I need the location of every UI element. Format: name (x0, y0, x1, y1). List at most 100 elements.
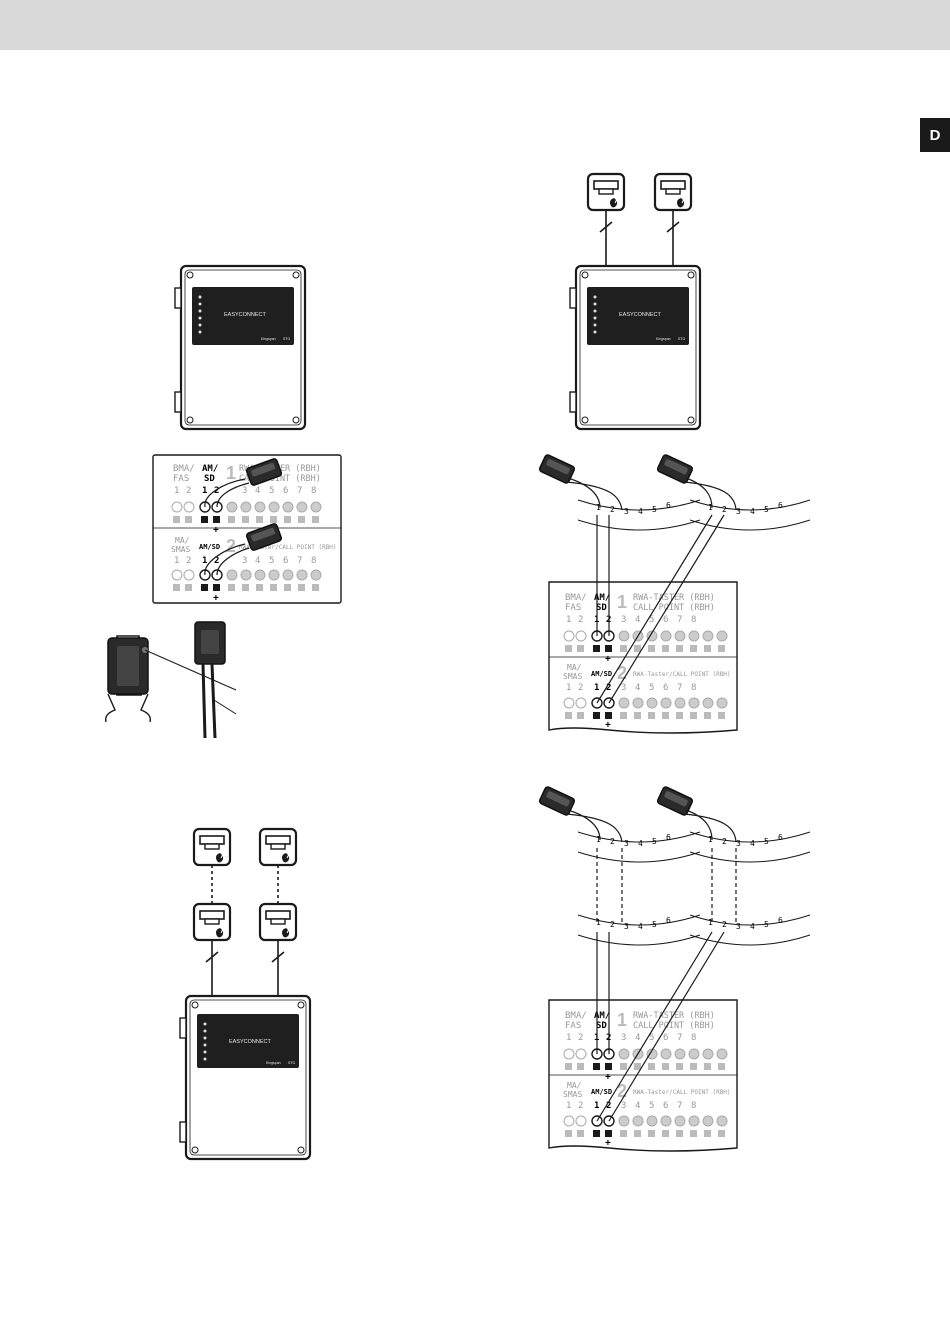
enclosure-top-left: EASYCONNECT Kingspan STG (174, 264, 307, 431)
svg-text:1: 1 (566, 615, 571, 625)
svg-text:6: 6 (666, 501, 671, 510)
svg-text:2: 2 (578, 683, 583, 693)
svg-text:3: 3 (242, 556, 247, 566)
svg-text:+: + (605, 654, 611, 665)
logo-text: Kingspan (656, 337, 671, 341)
svg-text:BMA/: BMA/ (565, 1011, 587, 1021)
svg-text:1: 1 (596, 918, 601, 927)
svg-text:AM/: AM/ (202, 464, 218, 474)
brand-label: EASYCONNECT (619, 312, 662, 318)
svg-text:2: 2 (186, 486, 191, 496)
svg-text:7: 7 (677, 615, 682, 625)
svg-text:2: 2 (722, 920, 727, 929)
svg-text:SMAS: SMAS (171, 545, 190, 554)
svg-text:+: + (605, 720, 611, 731)
svg-text:4: 4 (750, 922, 755, 931)
svg-text:6: 6 (778, 916, 783, 925)
svg-text:1: 1 (708, 503, 713, 512)
svg-text:4: 4 (750, 839, 755, 848)
svg-text:8: 8 (311, 486, 316, 496)
svg-text:2: 2 (722, 837, 727, 846)
svg-text:5: 5 (652, 837, 657, 846)
svg-text:6: 6 (663, 615, 668, 625)
svg-text:3: 3 (624, 839, 629, 848)
svg-text:2: 2 (606, 1101, 611, 1111)
svg-text:3: 3 (621, 1101, 626, 1111)
svg-text:1: 1 (708, 918, 713, 927)
svg-text:7: 7 (677, 1033, 682, 1043)
header-bar (0, 0, 950, 50)
svg-text:5: 5 (764, 837, 769, 846)
svg-text:BMA/: BMA/ (565, 593, 587, 603)
svg-text:4: 4 (255, 556, 260, 566)
svg-text:1: 1 (174, 556, 179, 566)
svg-text:7: 7 (677, 1101, 682, 1111)
svg-text:2: 2 (606, 683, 611, 693)
svg-text:8: 8 (691, 683, 696, 693)
svg-text:SMAS: SMAS (563, 672, 582, 681)
svg-text:4: 4 (635, 683, 640, 693)
terminal-block-left: BMA/ FAS AM/ SD 1 RWA-TASTER (RBH) CALL … (152, 454, 342, 604)
svg-text:8: 8 (691, 615, 696, 625)
svg-text:6: 6 (663, 1033, 668, 1043)
svg-text:3: 3 (736, 507, 741, 516)
svg-text:RWA-Taster/CALL POINT (RBH): RWA-Taster/CALL POINT (RBH) (239, 544, 337, 551)
svg-text:8: 8 (691, 1101, 696, 1111)
svg-text:6: 6 (778, 833, 783, 842)
svg-text:1: 1 (617, 1010, 627, 1030)
svg-text:2: 2 (578, 615, 583, 625)
svg-text:1: 1 (174, 486, 179, 496)
svg-text:3: 3 (621, 1033, 626, 1043)
enclosure-bottom-left: EASYCONNECT Kingspan STG (179, 994, 312, 1161)
svg-text:CALL POINT (RBH): CALL POINT (RBH) (633, 1021, 715, 1031)
callpoints-top-right (586, 172, 693, 268)
svg-text:1: 1 (708, 835, 713, 844)
svg-text:3: 3 (621, 683, 626, 693)
svg-text:CALL POINT (RBH): CALL POINT (RBH) (239, 474, 321, 484)
svg-text:+: + (605, 1072, 611, 1083)
svg-text:BMA/: BMA/ (173, 464, 195, 474)
svg-text:1: 1 (566, 683, 571, 693)
brand-label: EASYCONNECT (229, 1039, 272, 1045)
svg-text:FAS: FAS (565, 1021, 581, 1031)
svg-text:5: 5 (649, 615, 654, 625)
svg-text:2: 2 (617, 1081, 627, 1101)
svg-text:+: + (213, 525, 219, 536)
svg-text:2: 2 (610, 920, 615, 929)
svg-text:8: 8 (691, 1033, 696, 1043)
svg-text:MA/: MA/ (175, 536, 190, 545)
svg-text:5: 5 (764, 505, 769, 514)
svg-text:7: 7 (677, 683, 682, 693)
svg-text:5: 5 (652, 920, 657, 929)
svg-text:4: 4 (638, 839, 643, 848)
svg-text:MA/: MA/ (567, 663, 582, 672)
svg-text:1: 1 (202, 556, 207, 566)
svg-text:7: 7 (297, 556, 302, 566)
svg-text:5: 5 (269, 556, 274, 566)
svg-text:1: 1 (594, 1101, 599, 1111)
svg-text:3: 3 (621, 615, 626, 625)
svg-text:2: 2 (226, 536, 236, 556)
svg-text:5: 5 (652, 505, 657, 514)
svg-text:5: 5 (649, 1101, 654, 1111)
svg-text:1: 1 (566, 1101, 571, 1111)
svg-text:3: 3 (736, 839, 741, 848)
svg-text:2: 2 (610, 837, 615, 846)
svg-text:5: 5 (764, 920, 769, 929)
svg-text:2: 2 (578, 1101, 583, 1111)
language-tab[interactable]: D (920, 118, 950, 152)
svg-text:3: 3 (624, 922, 629, 931)
svg-text:2: 2 (578, 1033, 583, 1043)
svg-text:AM/SD: AM/SD (591, 1088, 612, 1096)
svg-text:5: 5 (649, 683, 654, 693)
svg-text:5: 5 (269, 486, 274, 496)
svg-text:FAS: FAS (565, 603, 581, 613)
svg-text:2: 2 (214, 556, 219, 566)
svg-text:CALL POINT (RBH): CALL POINT (RBH) (633, 603, 715, 613)
svg-text:RWA-TASTER (RBH): RWA-TASTER (RBH) (633, 593, 715, 603)
svg-text:6: 6 (663, 1101, 668, 1111)
terminal-block-right-top: BMA/ FAS AM/ SD 1 RWA-TASTER (RBH) CALL … (548, 581, 738, 734)
